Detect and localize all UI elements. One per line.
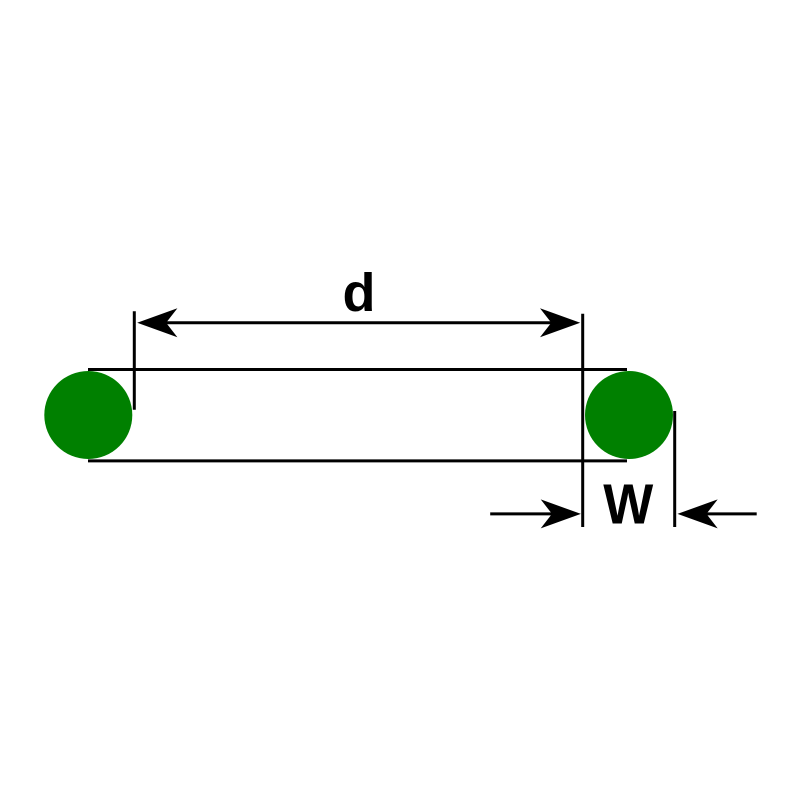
svg-text:d: d: [343, 263, 376, 323]
svg-text:W: W: [603, 472, 653, 536]
